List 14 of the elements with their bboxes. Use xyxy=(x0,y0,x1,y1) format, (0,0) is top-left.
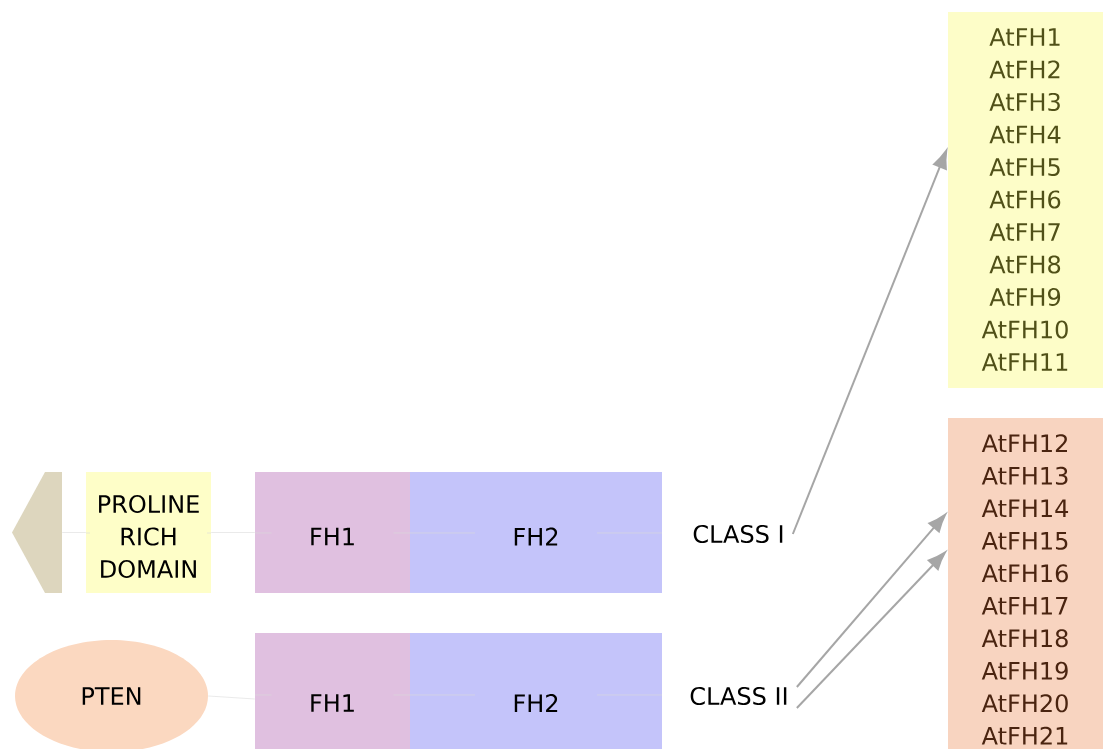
domain-box: FH1 xyxy=(254,472,411,593)
class-label: CLASS I xyxy=(693,524,783,544)
domain-box: FH2 xyxy=(409,472,663,593)
class-label: CLASS II xyxy=(690,686,787,706)
gene-list-box: AtFH12 AtFH13 AtFH14 AtFH15 AtFH16 AtFH17 AtFH18 AtFH19 AtFH20 AtFH21 xyxy=(948,418,1103,749)
arrow xyxy=(795,513,947,688)
domain-box: FH1 xyxy=(254,633,411,749)
arrow xyxy=(791,149,948,535)
gene-list-box: AtFH1 AtFH2 AtFH3 AtFH4 AtFH5 AtFH6 AtFH7 AtFH8 AtFH9 AtFH10 AtFH11 xyxy=(948,12,1103,388)
membrane-domain-shape xyxy=(12,472,62,593)
domain-box: FH2 xyxy=(409,633,663,749)
arrow xyxy=(795,551,946,709)
backbone-line xyxy=(207,695,256,700)
domain-box: PROLINE RICH DOMAIN xyxy=(85,472,212,593)
